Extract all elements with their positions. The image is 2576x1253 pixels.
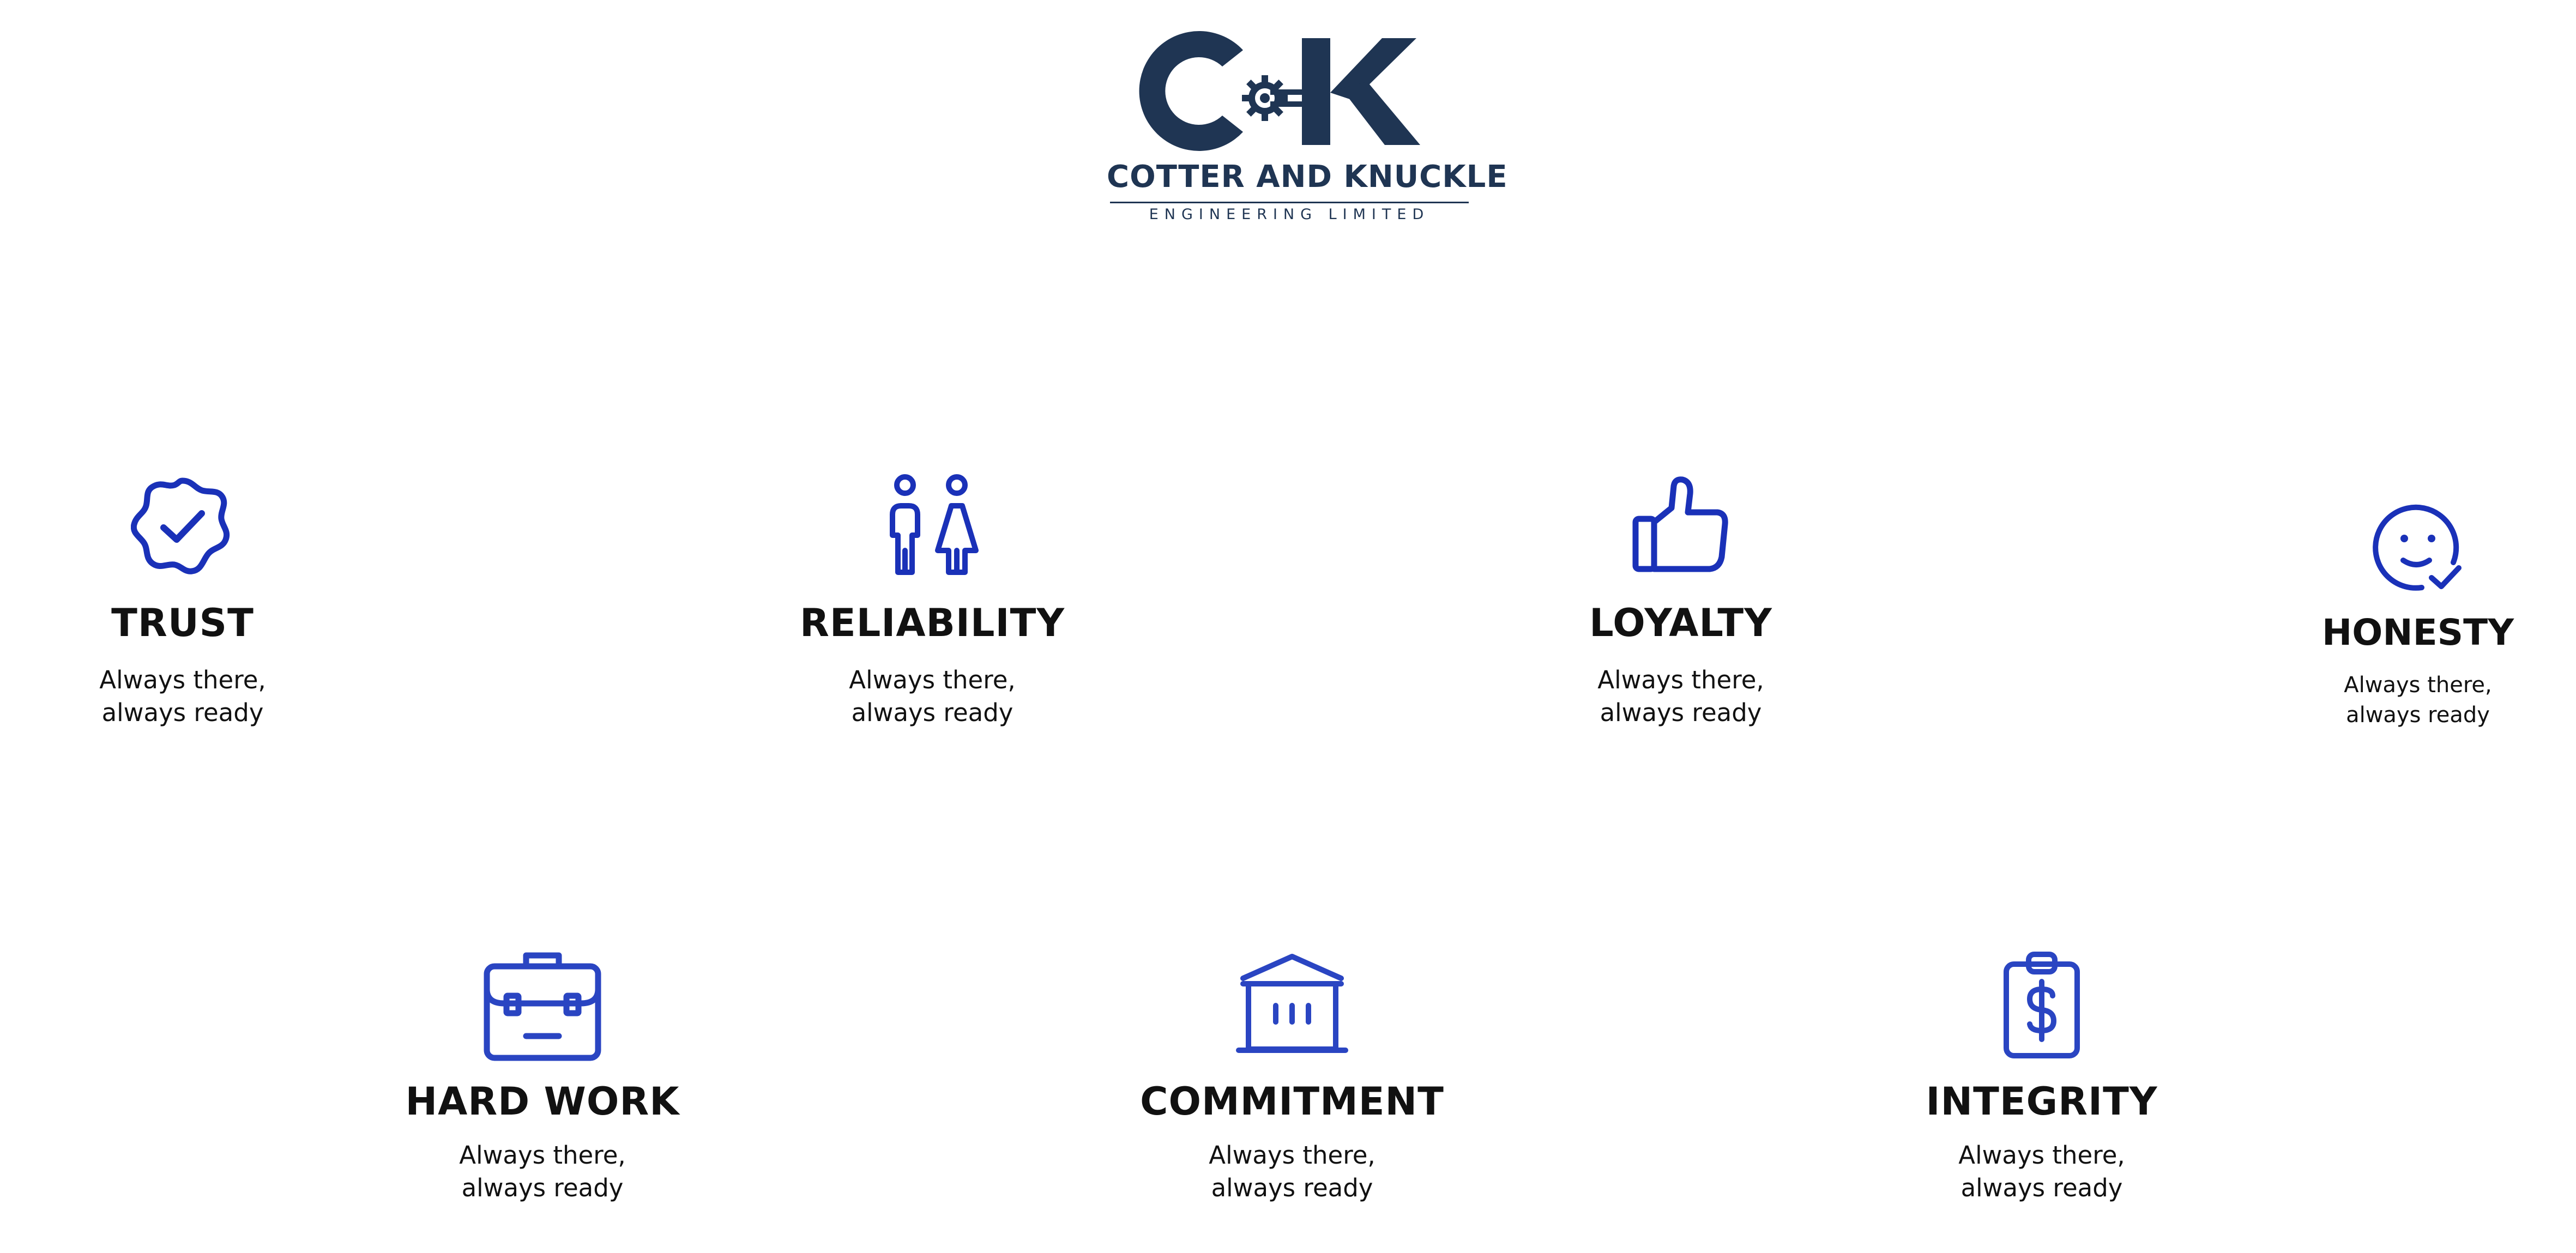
value-description: Always there, always ready bbox=[1209, 1141, 1376, 1202]
value-title: LOYALTY bbox=[1589, 601, 1772, 645]
thumbs-up-icon bbox=[1629, 474, 1733, 578]
smiley-check-icon bbox=[2372, 501, 2464, 594]
value-description: Always there, always ready bbox=[1597, 665, 1764, 727]
value-card-trust: TRUST Always there, always ready bbox=[0, 474, 373, 736]
logo-subtitle: ENGINEERING LIMITED bbox=[1149, 206, 1430, 223]
value-card-loyalty: LOYALTY Always there, always ready bbox=[1490, 474, 1872, 736]
value-card-commitment: COMMITMENT Always there, always ready bbox=[1101, 951, 1483, 1218]
value-card-reliability: RELIABILITY Always there, always ready bbox=[741, 474, 1123, 736]
value-title: COMMITMENT bbox=[1140, 1079, 1444, 1124]
value-description: Always there, always ready bbox=[459, 1141, 626, 1202]
value-description: Always there, always ready bbox=[1958, 1141, 2125, 1202]
value-card-honesty: HONESTY Always there, always ready bbox=[2227, 501, 2576, 730]
logo-divider bbox=[1110, 202, 1469, 203]
value-card-hard-work: HARD WORK Always there, always ready bbox=[352, 951, 733, 1218]
bank-icon bbox=[1232, 951, 1352, 1063]
value-title: INTEGRITY bbox=[1926, 1079, 2158, 1124]
ck-monogram-icon bbox=[1139, 31, 1420, 151]
value-description: Always there, always ready bbox=[99, 665, 266, 727]
value-title: RELIABILITY bbox=[799, 601, 1065, 645]
value-title: TRUST bbox=[111, 601, 254, 645]
value-description: Always there, always ready bbox=[2344, 673, 2492, 728]
value-title: HONESTY bbox=[2321, 612, 2514, 653]
logo-company-name: COTTER AND KNUCKLE bbox=[1107, 159, 1508, 195]
value-title: HARD WORK bbox=[405, 1079, 680, 1124]
briefcase-icon bbox=[482, 951, 602, 1063]
clipboard-dollar-icon bbox=[1982, 951, 2102, 1063]
value-description: Always there, always ready bbox=[849, 665, 1016, 727]
company-logo: COTTER AND KNUCKLE ENGINEERING LIMITED bbox=[1107, 28, 1508, 225]
verified-badge-icon bbox=[131, 474, 234, 578]
value-card-integrity: INTEGRITY Always there, always ready bbox=[1851, 951, 2233, 1218]
people-icon bbox=[880, 474, 984, 578]
